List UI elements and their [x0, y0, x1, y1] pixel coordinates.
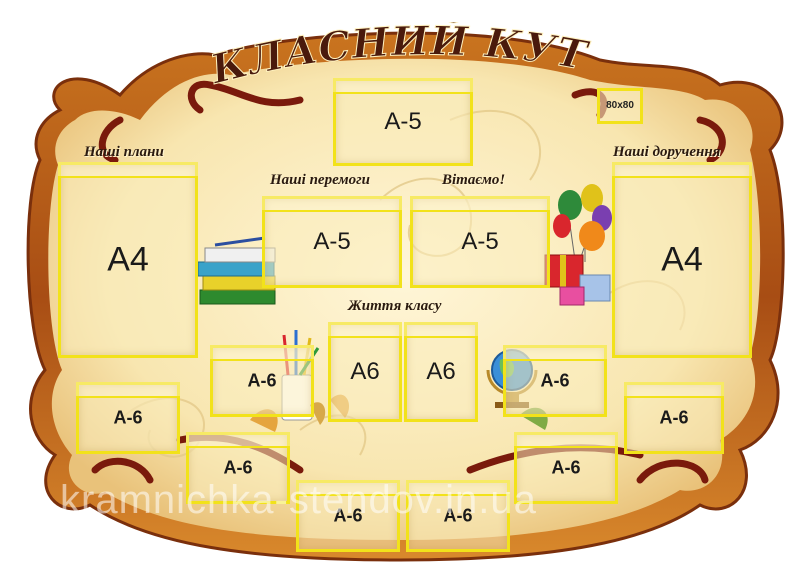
pocket-bottom-center-right: А-6 — [406, 480, 510, 552]
pocket-label: А4 — [661, 240, 703, 279]
pocket-bottom-right-a6: А-6 — [514, 432, 618, 504]
pocket-congrats: А-5 — [410, 196, 550, 288]
pocket-label: А-6 — [659, 407, 689, 428]
pocket-mid-left-a6: А-6 — [210, 345, 314, 417]
pocket-left-a6: А-6 — [76, 382, 180, 454]
heading-plans: Наші плани — [84, 144, 164, 160]
pocket-label: А-6 — [333, 505, 363, 526]
pocket-label: А6 — [426, 358, 456, 385]
pocket-label: А-6 — [551, 457, 581, 478]
pocket-label: А-5 — [384, 108, 422, 135]
books-icon — [197, 236, 276, 305]
pocket-label: А4 — [107, 240, 149, 279]
pocket-life-left: А6 — [328, 322, 402, 422]
pocket-label: А-6 — [443, 505, 473, 526]
pocket-label: А-6 — [247, 370, 277, 391]
watermark: kramnichka-stendov.in.ua — [60, 478, 537, 522]
pocket-bottom-center-left: А-6 — [296, 480, 400, 552]
pocket-left-a4: А4 — [58, 162, 198, 358]
heading-congrats: Вітаємо! — [442, 172, 506, 188]
pocket-label: А-6 — [113, 407, 143, 428]
pocket-top-center: А-5 — [333, 78, 473, 166]
balloons-gifts-icon — [544, 184, 612, 306]
heading-class-life: Життя класу — [348, 298, 442, 314]
pocket-label: А-5 — [313, 228, 351, 255]
pocket-victories: А-5 — [262, 196, 402, 288]
pocket-bottom-left-a6: А-6 — [186, 432, 290, 504]
pocket-right-a6: А-6 — [624, 382, 724, 454]
pocket-label: А-6 — [223, 457, 253, 478]
pocket-label: А6 — [350, 358, 380, 385]
pocket-right-a4: А4 — [612, 162, 752, 358]
pocket-mid-right-a6: А-6 — [503, 345, 607, 417]
pocket-label: А-6 — [540, 370, 570, 391]
pocket-80x80: 80x80 — [597, 88, 643, 124]
heading-assignments: Наші доручення — [613, 144, 721, 160]
pocket-80x80-label: 80x80 — [606, 100, 634, 111]
pocket-label: А-5 — [461, 228, 499, 255]
pocket-life-right: А6 — [404, 322, 478, 422]
heading-victories: Наші перемоги — [270, 172, 371, 188]
